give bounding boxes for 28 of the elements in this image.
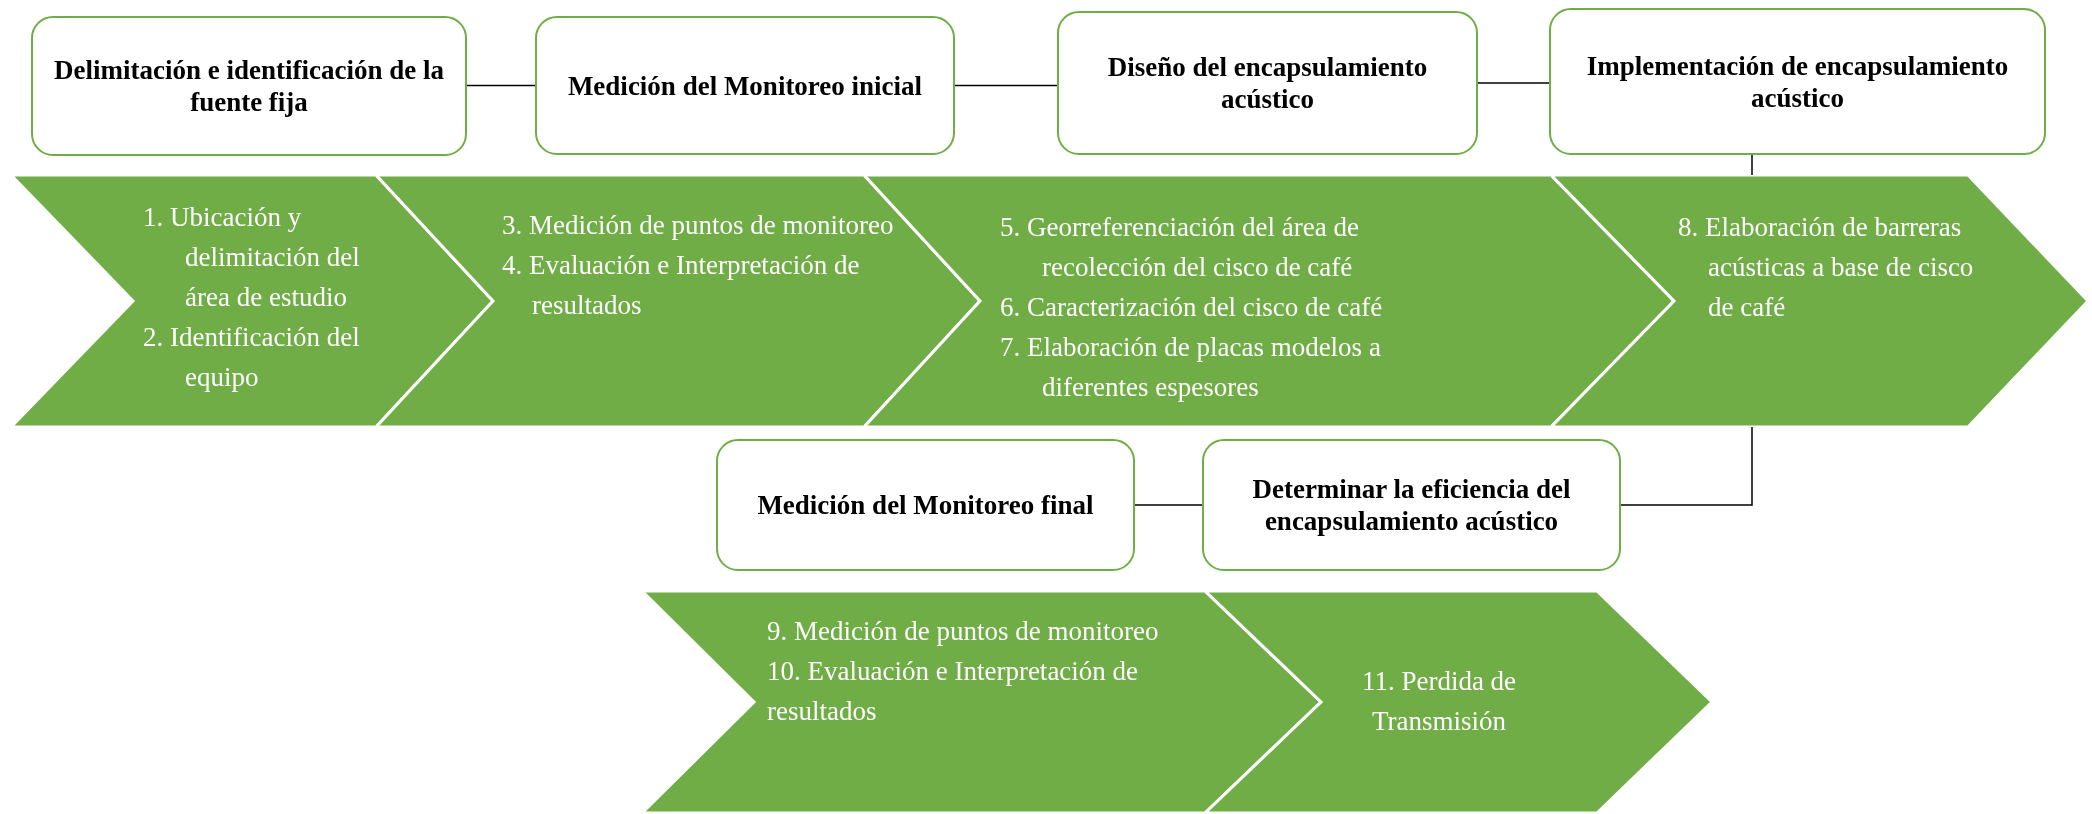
process-box xyxy=(1202,439,1621,571)
step-text: 1. Ubicación y delimitación del área de estudio xyxy=(143,201,361,314)
step-text: 7. Elaboración de placas modelos a diferentes espesores xyxy=(1000,331,1382,404)
box-title: Medición del Monitoreo inicial xyxy=(567,69,923,102)
step-text: 5. Georreferenciación del área de recolección del cisco de café xyxy=(1000,211,1360,284)
box-title: Implementación de encapsulamiento acústico xyxy=(1585,49,2010,114)
connector-line xyxy=(466,84,536,87)
process-box xyxy=(535,16,955,155)
connector-line xyxy=(1134,504,1203,506)
box-title: Diseño del encapsulamiento acústico xyxy=(1106,51,1429,115)
box-title: Medición del Monitoreo final xyxy=(757,489,1094,521)
process-box xyxy=(1057,11,1478,155)
process-box xyxy=(31,16,467,156)
step-text: 2. Identificación del equipo xyxy=(143,321,361,394)
connector-line xyxy=(1751,154,1753,176)
step-text: 3. Medición de puntos de monitoreo xyxy=(502,209,895,242)
process-box xyxy=(1549,8,2046,155)
connector-line xyxy=(954,84,1058,87)
step-text: 9. Medición de puntos de monitoreo xyxy=(767,615,1160,648)
step-text: 4. Evaluación e Interpretación de resultados xyxy=(502,249,861,322)
step-text: 11. Perdida de Transmisión xyxy=(1360,665,1518,738)
process-box xyxy=(716,439,1135,571)
connector-line xyxy=(1477,82,1550,84)
box-title: Determinar la eficiencia del encapsulamiento acústico xyxy=(1251,473,1572,537)
box-title: Delimitación e identificación de la fuente fija xyxy=(53,54,445,118)
step-text: 6. Caracterización del cisco de café xyxy=(1000,291,1384,324)
step-text: 8. Elaboración de barreras acústicas a base de cisco de café xyxy=(1678,211,1975,324)
step-text: 10. Evaluación e Interpretación de resultados xyxy=(767,655,1140,728)
